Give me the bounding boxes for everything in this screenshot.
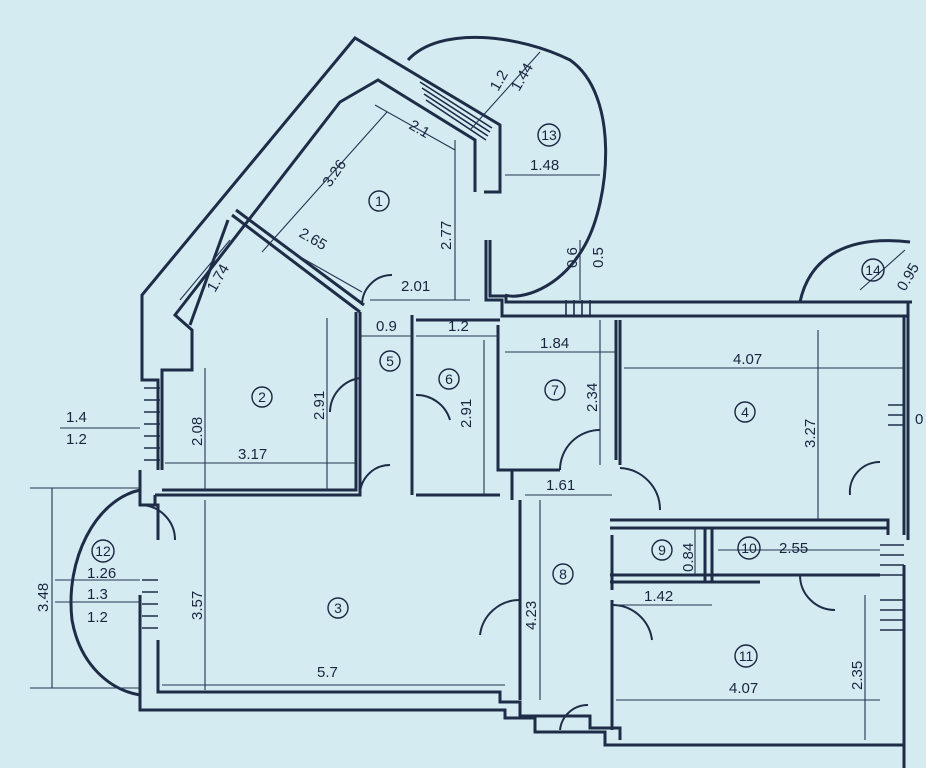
- dim-r7-b: 2.34: [584, 383, 601, 412]
- svg-text:9: 9: [658, 542, 666, 558]
- dim-r11-b: 4.07: [729, 680, 758, 697]
- dim-r2-c: 3.17: [238, 446, 267, 463]
- dim-r7-a: 1.84: [540, 335, 569, 352]
- room-8-label: 8: [552, 563, 574, 585]
- window-marks: [142, 81, 904, 631]
- room-9-label: 9: [651, 539, 673, 561]
- dimension-labels: 3.26 2.1 2.65 2.77 2.01 1.74 2.08 3.17 2…: [35, 60, 923, 697]
- dim-r12-b: 1.3: [87, 586, 108, 603]
- room-11-label: 11: [734, 644, 758, 668]
- room-5-label: 5: [379, 350, 401, 372]
- dim-r6-b: 2.91: [458, 399, 475, 428]
- dim-r1-e: 2.01: [401, 278, 430, 295]
- balcony-outlines: [69, 35, 911, 697]
- dim-r11-c: 2.35: [849, 661, 866, 690]
- dim-r6-a: 1.2: [448, 318, 469, 335]
- dim-r8-a: 1.61: [546, 477, 575, 494]
- dim-r12-c: 1.2: [87, 609, 108, 626]
- dim-r12-a: 1.26: [87, 565, 116, 582]
- dim-r13-b: 1.44: [508, 60, 537, 94]
- dim-win-a: 1.4: [66, 409, 87, 426]
- dim-r13-a: 1.2: [487, 67, 512, 94]
- dim-r10-a: 2.55: [779, 540, 808, 557]
- room-10-label: 10: [737, 536, 761, 560]
- dim-r1-b: 2.1: [406, 117, 433, 142]
- dim-r5-a: 0.9: [376, 318, 397, 335]
- svg-text:7: 7: [551, 382, 559, 398]
- room-3-label: 3: [327, 597, 349, 619]
- dim-bal-b: 0.5: [590, 247, 607, 268]
- dim-r14-a: 0.95: [894, 260, 923, 294]
- svg-text:8: 8: [559, 566, 567, 582]
- dim-r4-b: 3.27: [802, 419, 819, 448]
- svg-text:14: 14: [865, 262, 881, 278]
- dim-r3-b: 5.7: [317, 664, 338, 681]
- dim-r1-c: 2.65: [296, 225, 330, 254]
- dim-r11-a: 1.42: [644, 588, 673, 605]
- dim-r2-d: 2.91: [311, 391, 328, 420]
- room-2-label: 2: [251, 386, 273, 408]
- dim-r4-a: 4.07: [733, 351, 762, 368]
- dim-win-b: 1.2: [66, 431, 87, 448]
- svg-text:3: 3: [334, 600, 342, 616]
- room-numbers: 1 2 3 4 5 6 7 8 9 10 11 12 13 14: [91, 123, 885, 668]
- room-1-label: 1: [368, 190, 390, 212]
- door-swings: [139, 274, 881, 731]
- dim-r12-overall: 3.48: [35, 583, 52, 612]
- room-6-label: 6: [438, 368, 460, 390]
- dim-r3-a: 3.57: [189, 591, 206, 620]
- svg-text:12: 12: [95, 543, 111, 559]
- dim-r1-a: 3.26: [319, 157, 350, 191]
- svg-text:5: 5: [386, 353, 394, 369]
- dim-r8-b: 4.23: [523, 601, 540, 630]
- dim-edge: 0: [915, 411, 923, 428]
- dim-r13-c: 1.48: [530, 157, 559, 174]
- exterior-walls: [138, 36, 912, 768]
- svg-text:4: 4: [741, 404, 749, 420]
- svg-text:1: 1: [375, 193, 383, 209]
- room-7-label: 7: [544, 379, 566, 401]
- svg-text:6: 6: [445, 371, 453, 387]
- room-13-label: 13: [537, 123, 561, 147]
- dim-bal-a: 0.6: [564, 247, 581, 268]
- dim-r1-d: 2.77: [438, 221, 455, 250]
- dim-r2-b: 2.08: [189, 417, 206, 446]
- dim-r9-a: 0.84: [680, 543, 697, 572]
- svg-text:2: 2: [258, 389, 266, 405]
- svg-text:11: 11: [739, 648, 754, 664]
- room-4-label: 4: [734, 401, 756, 423]
- interior-walls: [153, 208, 890, 730]
- dimension-lines: [30, 51, 906, 740]
- svg-text:13: 13: [541, 127, 557, 143]
- room-12-label: 12: [91, 539, 115, 563]
- svg-text:10: 10: [741, 540, 757, 556]
- room-14-label: 14: [861, 258, 885, 282]
